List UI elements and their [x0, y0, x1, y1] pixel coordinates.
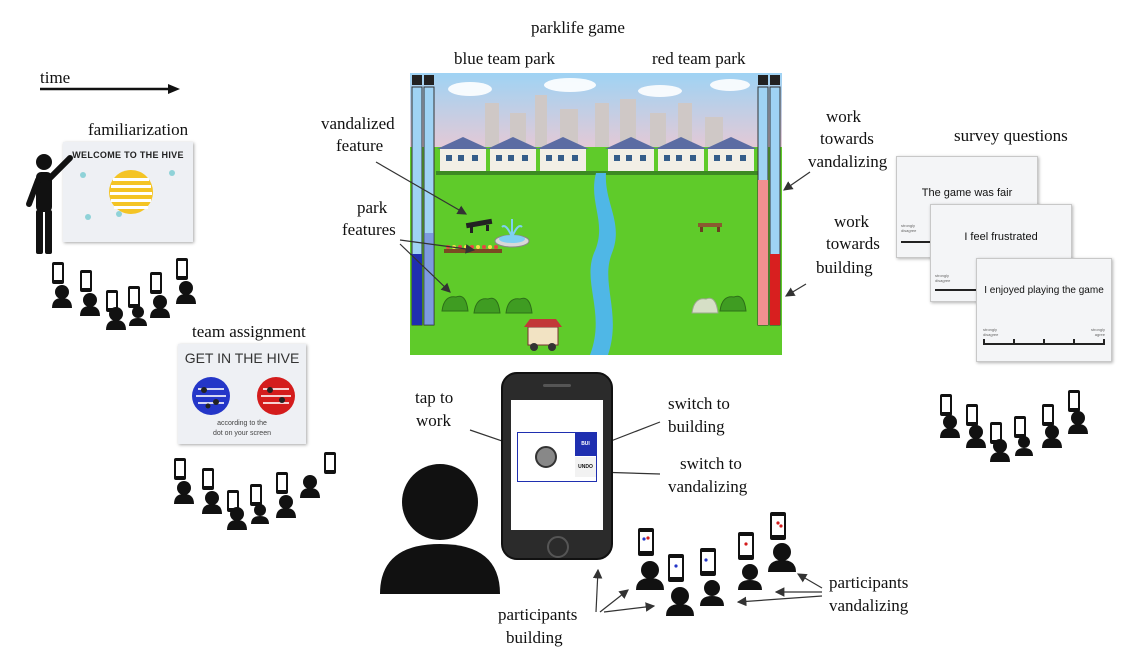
red-bench — [698, 223, 722, 232]
phone-speaker — [543, 384, 571, 387]
time-label: time — [40, 68, 71, 87]
tap-label-2: work — [416, 411, 451, 430]
crowd-survey-icon — [940, 390, 1088, 462]
bushes — [441, 295, 747, 314]
switch-building-1: switch to — [668, 394, 730, 413]
work-building-2: towards — [826, 234, 880, 253]
survey-card-3: I enjoyed playing the game strongly disa… — [976, 258, 1112, 362]
participants-building-1: participants — [498, 605, 578, 624]
vandalized-bench — [465, 218, 493, 233]
river — [590, 173, 616, 355]
red-vandalizing-fill — [758, 180, 768, 325]
survey-label: survey questions — [954, 126, 1068, 145]
game-screen — [410, 73, 782, 355]
blue-building-fill — [412, 254, 422, 325]
park-label-2: features — [342, 220, 396, 239]
survey-question-2: I feel frustrated — [964, 231, 1038, 243]
participants-vandalizing-2: vandalizing — [829, 596, 909, 615]
red-team-label: red team park — [652, 49, 746, 68]
crowd-participants-icon — [636, 512, 796, 616]
team-assignment-label: team assignment — [192, 322, 306, 341]
crowd-assignment-icon — [174, 452, 336, 530]
switch-vandalizing-button[interactable]: UNDO — [575, 457, 596, 477]
participants-vandalizing-1: participants — [829, 573, 909, 592]
get-in-hive-title: GET IN THE HIVE — [184, 350, 300, 366]
vandalized-label-1: vandalized — [321, 114, 395, 133]
phone: BUI UNDO — [501, 372, 613, 560]
phone-screen: BUI UNDO — [511, 400, 603, 530]
survey-question-1: The game was fair — [921, 187, 1013, 199]
work-building-1: work — [834, 212, 869, 231]
hive-logo-icon — [80, 170, 175, 220]
work-tap-button[interactable] — [535, 446, 557, 468]
work-building-3: building — [816, 258, 873, 277]
participants-building-2: building — [506, 628, 563, 647]
fountain — [494, 219, 530, 248]
switch-vandalizing-1: switch to — [680, 454, 742, 473]
work-vandalizing-1: work — [826, 107, 861, 126]
phone-game-panel — [517, 432, 597, 482]
crowd-familiarization-icon — [52, 258, 196, 330]
assignment-caption-1: according to the — [217, 420, 267, 427]
familiarization-label: familiarization — [88, 120, 189, 139]
game-title: parklife game — [531, 18, 625, 37]
welcome-slide: WELCOME TO THE HIVE — [63, 142, 193, 242]
blue-team-label: blue team park — [454, 49, 556, 68]
work-vandalizing-2: towards — [820, 129, 874, 148]
park-label-1: park — [357, 198, 388, 217]
switch-building-2: building — [668, 417, 725, 436]
time-arrow — [40, 84, 180, 94]
phone-home-button[interactable] — [547, 536, 569, 558]
vandalized-bush — [691, 297, 719, 314]
work-vandalizing-3: vandalizing — [808, 152, 888, 171]
red-building-fill — [770, 254, 780, 325]
vandalized-label-2: feature — [336, 136, 384, 155]
switch-building-button[interactable]: BUI — [575, 432, 596, 456]
welcome-slide-title: WELCOME TO THE HIVE — [72, 150, 184, 160]
presenter-icon — [26, 154, 73, 254]
assignment-caption-2: dot on your screen — [213, 430, 271, 437]
get-in-hive-slide: GET IN THE HIVE according to the dot on … — [178, 344, 306, 444]
food-cart — [524, 319, 562, 351]
tap-label-1: tap to — [415, 388, 454, 407]
user-silhouette-icon — [380, 464, 500, 594]
team-circles-icon — [192, 377, 295, 415]
switch-vandalizing-2: vandalizing — [668, 477, 748, 496]
red-team-bars — [757, 75, 781, 326]
survey-question-3: I enjoyed playing the game — [984, 285, 1104, 296]
